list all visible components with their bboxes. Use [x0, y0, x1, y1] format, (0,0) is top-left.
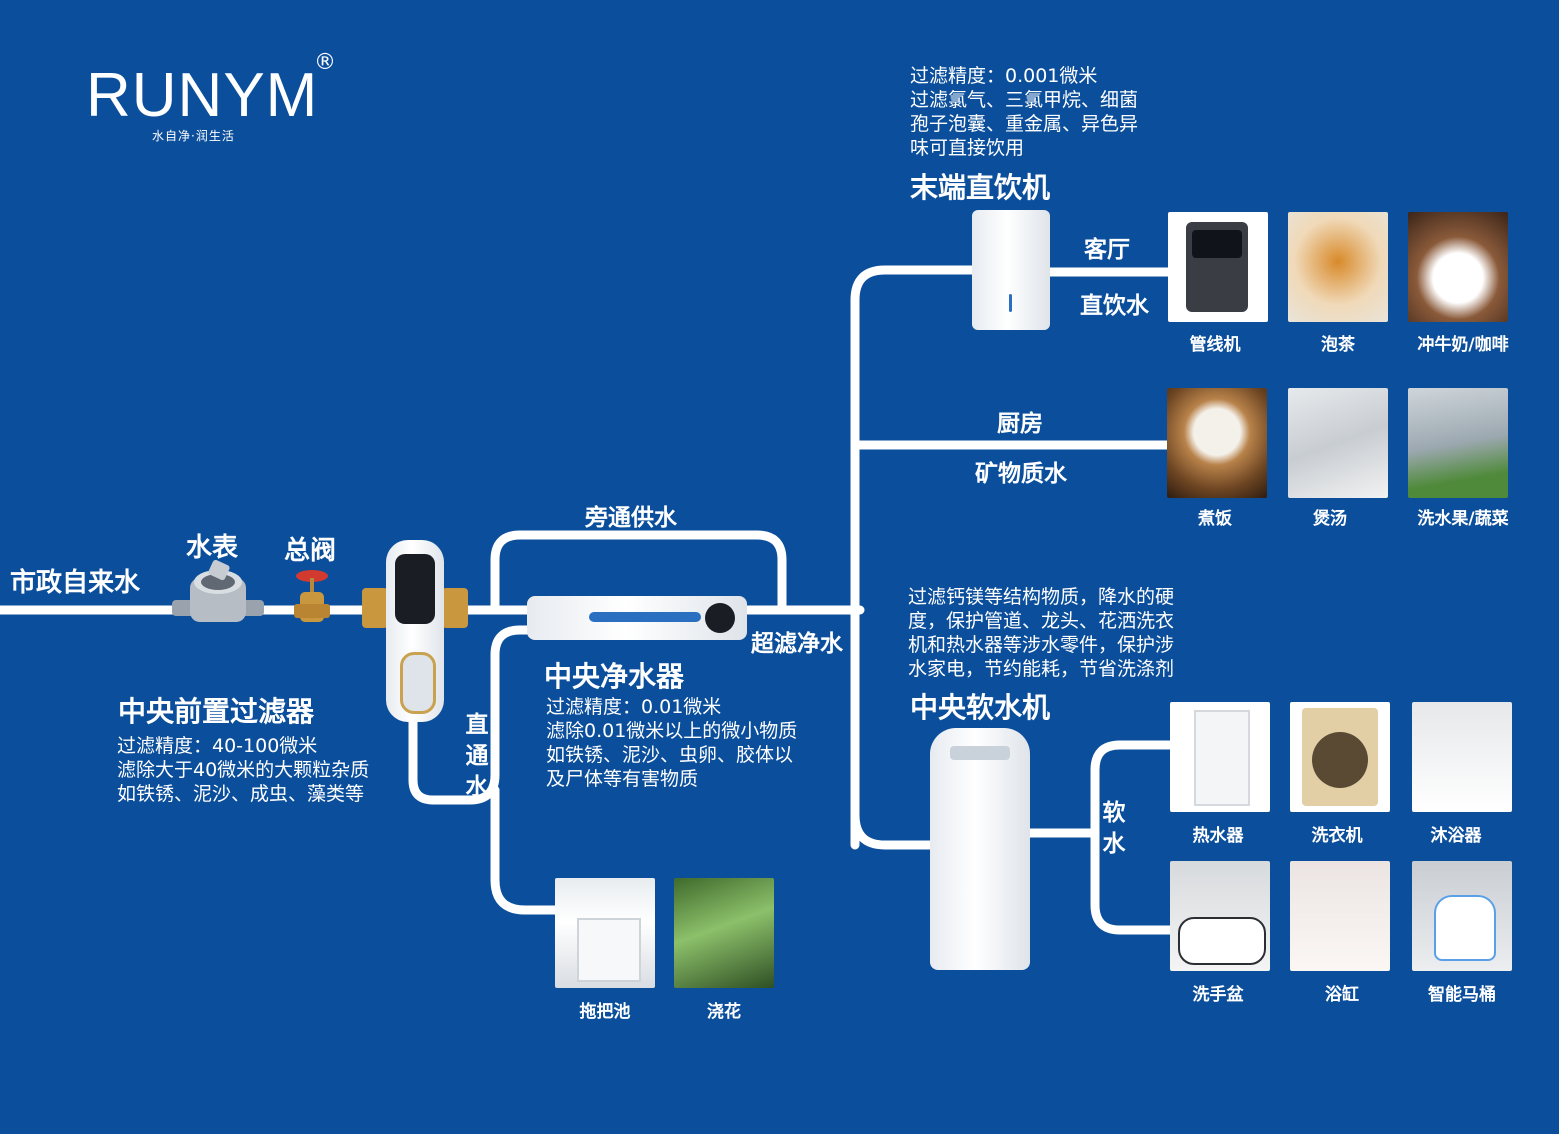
soft-water-label: 软 水 — [1102, 800, 1126, 857]
softener-device — [930, 728, 1030, 970]
mineral-water-label: 矿物质水 — [975, 461, 1067, 487]
softener-title: 中央软水机 — [910, 691, 1051, 724]
softener-description: 过滤钙镁等结构物质，降水的硬 度，保护管道、龙头、花洒洗衣 机和热水器等涉水零件… — [908, 586, 1175, 680]
central-purifier-device — [527, 596, 747, 640]
washing-machine-image — [1290, 702, 1390, 812]
drinking-water-label: 直饮水 — [1080, 293, 1149, 319]
shower-image — [1412, 702, 1512, 812]
washing-vegetables-image — [1408, 388, 1508, 498]
milk-coffee-caption: 冲牛奶/咖啡 — [1417, 335, 1509, 355]
direct-flow-label: 直 通 水 — [465, 712, 489, 800]
brand-slogan: 水自净·润生活 — [152, 129, 235, 143]
prefilter-outlet-fitting — [442, 588, 468, 628]
brand-logo: RUNYM — [86, 61, 319, 130]
wash-basin-image — [1170, 861, 1270, 971]
cooking-rice-image — [1167, 388, 1267, 498]
kitchen-label: 厨房 — [997, 411, 1043, 437]
purifier-title: 中央净水器 — [544, 660, 685, 693]
registered-mark: ® — [314, 50, 336, 75]
bypass-pipe — [490, 530, 787, 615]
tea-image — [1288, 212, 1388, 322]
bathtub-caption: 浴缸 — [1325, 985, 1359, 1005]
bathtub-image — [1290, 861, 1390, 971]
wash-basin-caption: 洗手盆 — [1192, 985, 1244, 1005]
prefilter-bowl — [400, 652, 436, 714]
prefilter-description: 过滤精度：40-100微米 滤除大于40微米的大颗粒杂质 如铁锈、泥沙、成虫、藻… — [117, 735, 370, 805]
pipeline-machine-caption: 管线机 — [1189, 335, 1241, 355]
washing-vegetables-caption: 洗水果/蔬菜 — [1417, 509, 1509, 529]
smart-toilet-image — [1412, 861, 1512, 971]
terminal-title: 末端直饮机 — [910, 171, 1051, 204]
watering-caption: 浇花 — [707, 1002, 741, 1022]
direct-flow-pipe — [408, 625, 535, 805]
direct-flow-down-pipe — [490, 785, 560, 915]
prefilter-title: 中央前置过滤器 — [118, 695, 315, 728]
right-trunk-pipe — [850, 265, 980, 850]
watering-flowers-image — [674, 878, 774, 988]
pipeline-machine-image — [1168, 212, 1268, 322]
purifier-label-band — [589, 612, 701, 622]
milk-coffee-image — [1408, 212, 1508, 322]
soft-water-branch-pipe — [1090, 740, 1175, 935]
terminal-device — [972, 210, 1050, 330]
valve-icon — [292, 566, 332, 626]
water-heater-caption: 热水器 — [1192, 826, 1244, 846]
purifier-description: 过滤精度：0.01微米 滤除0.01微米以上的微小物质 如铁锈、泥沙、虫卵、胶体… — [546, 696, 798, 790]
main-valve-label: 总阀 — [284, 536, 337, 566]
water-meter-icon — [172, 559, 264, 632]
washing-machine-caption: 洗衣机 — [1311, 826, 1363, 846]
mop-sink-image — [555, 878, 655, 988]
shower-caption: 沐浴器 — [1430, 826, 1482, 846]
terminal-description: 过滤精度：0.001微米 过滤氯气、三氯甲烷、细菌 孢子泡囊、重金属、异色异 味… — [910, 65, 1139, 159]
prefilter-control-panel — [395, 554, 435, 624]
smart-toilet-caption: 智能马桶 — [1428, 985, 1496, 1005]
cooking-rice-caption: 煮饭 — [1198, 509, 1232, 529]
ultrafiltration-label: 超滤净水 — [751, 631, 843, 657]
living-room-label: 客厅 — [1084, 237, 1130, 263]
mop-sink-caption: 拖把池 — [579, 1002, 631, 1022]
water-heater-image — [1170, 702, 1270, 812]
soup-image — [1288, 388, 1388, 498]
purifier-display — [705, 603, 735, 633]
prefilter-device — [386, 540, 444, 722]
water-meter-label: 水表 — [186, 533, 239, 563]
tea-caption: 泡茶 — [1321, 335, 1355, 355]
bypass-label: 旁通供水 — [585, 505, 677, 531]
soup-caption: 煲汤 — [1313, 509, 1347, 529]
prefilter-inlet-fitting — [362, 588, 388, 628]
municipal-water-label: 市政自来水 — [10, 568, 141, 598]
softener-inlet-pipe — [850, 810, 940, 850]
